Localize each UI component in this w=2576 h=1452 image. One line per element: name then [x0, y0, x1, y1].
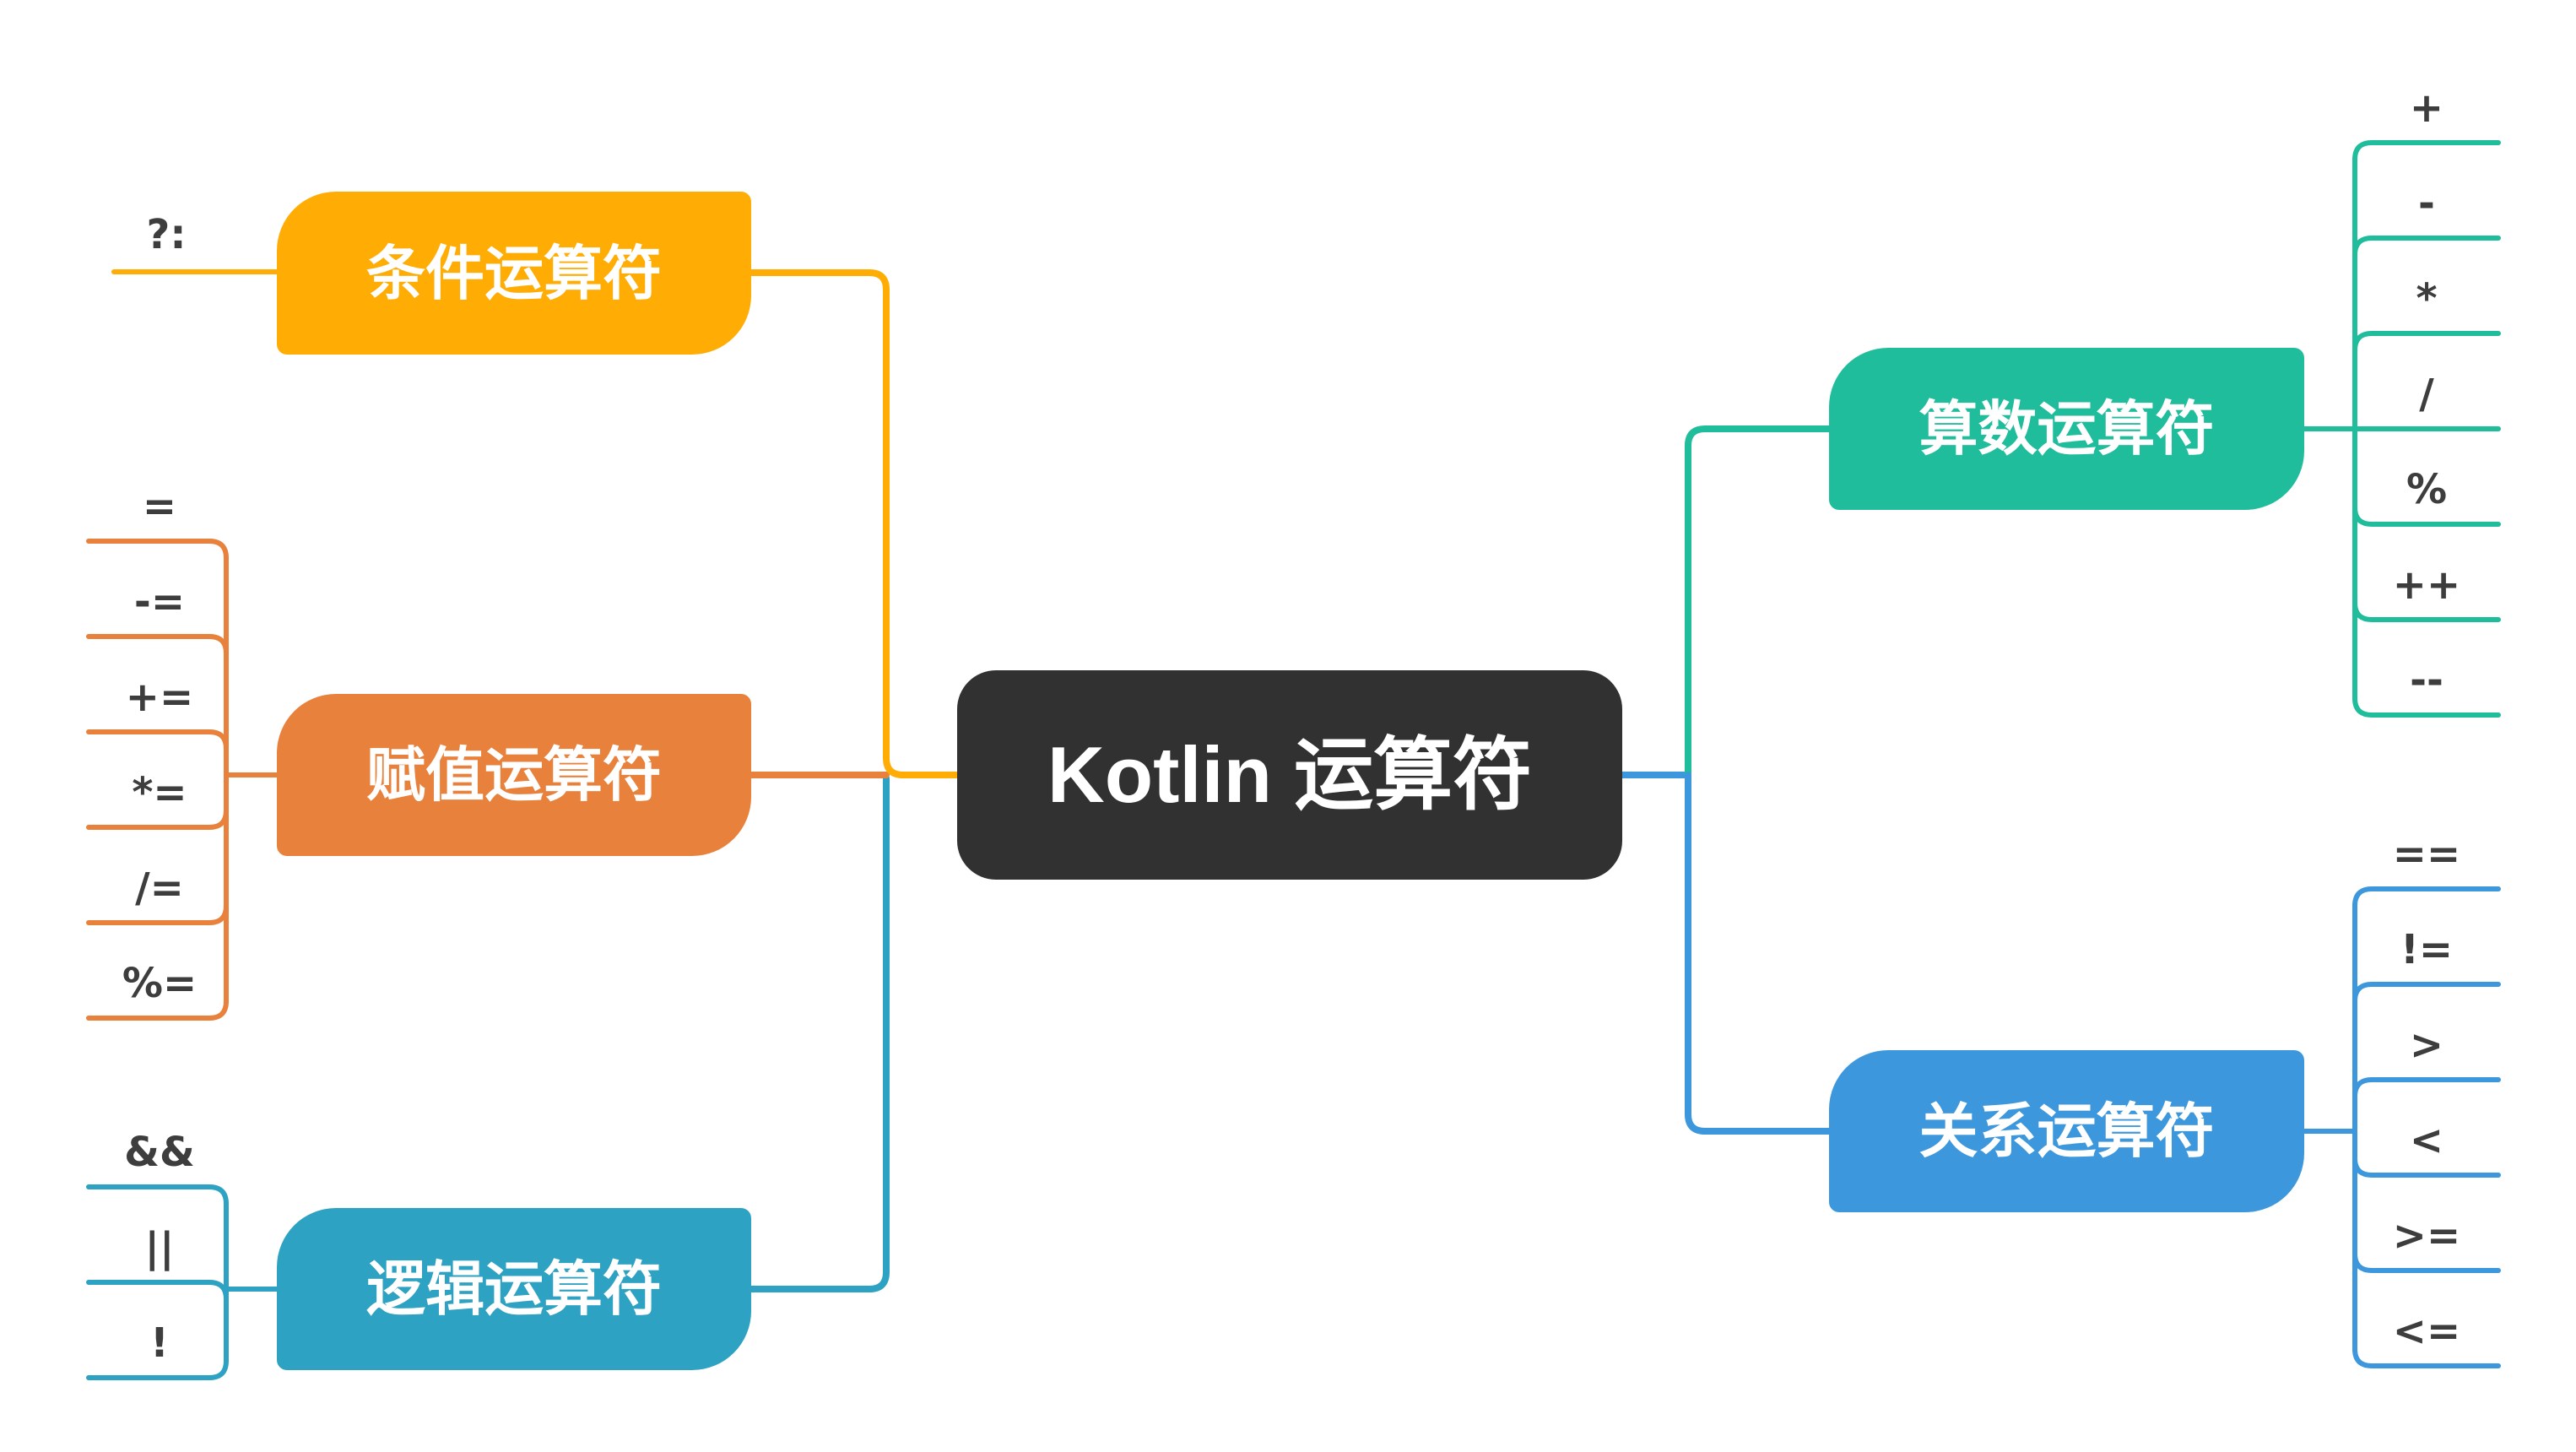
- subtopic-item-assignment-3[interactable]: *=: [132, 769, 187, 816]
- connector-arithmetic-branch: [1685, 425, 1835, 778]
- subtopic-item-assignment-4[interactable]: /=: [135, 864, 184, 912]
- subtopic-item-arithmetic-1[interactable]: -: [2418, 180, 2435, 227]
- subtopic-item-arithmetic-5[interactable]: ++: [2392, 561, 2461, 609]
- branch-label: 算数运算符: [1918, 396, 2215, 462]
- branch-label: 关系运算符: [1918, 1098, 2215, 1164]
- branch-node-conditional[interactable]: 条件运算符: [277, 192, 751, 355]
- branch-node-assignment[interactable]: 赋值运算符: [277, 694, 751, 856]
- connector-relational-branch: [1685, 772, 1835, 1135]
- central-topic[interactable]: Kotlin 运算符: [957, 670, 1622, 880]
- connector-logical-branch: [748, 775, 890, 1292]
- subtopic-item-relational-0[interactable]: ==: [2392, 831, 2461, 878]
- branch-node-relational[interactable]: 关系运算符: [1829, 1050, 2304, 1212]
- connector-assignment-children: [86, 539, 290, 1021]
- central-topic-label: Kotlin 运算符: [1047, 730, 1533, 819]
- subtopic-item-arithmetic-2[interactable]: *: [2416, 275, 2438, 322]
- subtopic-item-arithmetic-0[interactable]: +: [2409, 84, 2444, 132]
- subtopic-item-logical-0[interactable]: &&: [124, 1129, 195, 1176]
- branch-label: 条件运算符: [366, 240, 662, 306]
- subtopic-item-relational-1[interactable]: !=: [2400, 926, 2454, 973]
- branch-node-arithmetic[interactable]: 算数运算符: [1829, 348, 2304, 510]
- subtopic-item-arithmetic-3[interactable]: /: [2419, 371, 2434, 418]
- subtopic-item-arithmetic-6[interactable]: --: [2410, 657, 2443, 704]
- connector-arithmetic-children: [2298, 140, 2501, 718]
- subtopic-item-relational-4[interactable]: >=: [2392, 1212, 2461, 1260]
- subtopic-item-logical-1[interactable]: ||: [144, 1224, 175, 1271]
- subtopic-item-relational-5[interactable]: <=: [2392, 1308, 2461, 1355]
- connector-conditional-branch: [748, 269, 966, 778]
- subtopic-item-assignment-5[interactable]: %=: [122, 960, 198, 1007]
- branch-node-logical[interactable]: 逻辑运算符: [277, 1208, 751, 1370]
- connector-relational-children: [2298, 886, 2501, 1368]
- subtopic-item-arithmetic-4[interactable]: %: [2406, 466, 2448, 513]
- subtopic-item-assignment-1[interactable]: -=: [133, 578, 186, 626]
- connector-logical-children: [86, 1184, 290, 1380]
- subtopic-item-assignment-0[interactable]: =: [142, 483, 177, 530]
- subtopic-item-relational-2[interactable]: >: [2409, 1021, 2444, 1069]
- branch-label: 逻辑运算符: [366, 1256, 662, 1322]
- subtopic-item-relational-3[interactable]: <: [2409, 1117, 2444, 1164]
- subtopic-item-conditional-0[interactable]: ?:: [146, 211, 187, 258]
- subtopic-item-logical-2[interactable]: !: [150, 1319, 169, 1367]
- subtopic-item-assignment-2[interactable]: +=: [125, 674, 194, 721]
- branch-label: 赋值运算符: [366, 742, 662, 808]
